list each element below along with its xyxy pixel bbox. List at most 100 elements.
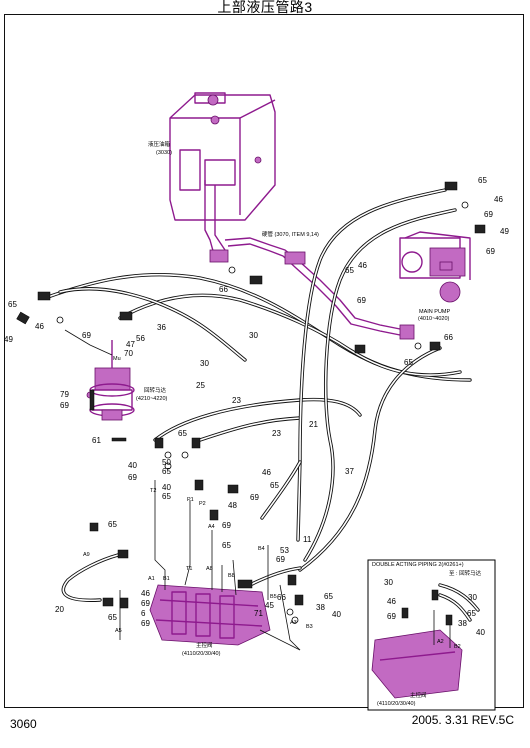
part-number: 65 xyxy=(178,429,187,438)
part-number: 40 xyxy=(128,461,137,470)
part-number: 65 xyxy=(162,467,171,476)
part-number: 46 xyxy=(262,468,271,477)
part-number: 66 xyxy=(219,285,228,294)
part-number: 69 xyxy=(141,619,150,628)
part-number: 47 xyxy=(126,340,135,349)
port-tag: A5 xyxy=(115,628,122,634)
inset-mcv-ref: (4110/20/30/40) xyxy=(377,701,416,707)
part-number: 69 xyxy=(128,473,137,482)
part-number: 69 xyxy=(82,331,91,340)
port-tag: A4 xyxy=(208,524,215,530)
inset-title: DOUBLE ACTING PIPING 2(#0261+) xyxy=(372,562,464,568)
part-number: 69 xyxy=(276,555,285,564)
pump-label: MAIN PUMP xyxy=(419,309,451,315)
part-number: 65 xyxy=(345,266,354,275)
page-title: 上部液压管路3 xyxy=(217,0,313,15)
part-number: 65 xyxy=(270,481,279,490)
part-number: 40 xyxy=(162,483,171,492)
part-number: 69 xyxy=(357,296,366,305)
port-tag: B8 xyxy=(228,573,235,579)
pilot-lines xyxy=(64,329,301,651)
inset-mcv-label: 主控阀 xyxy=(410,691,427,699)
port-tag: B1 xyxy=(163,576,170,582)
port-tag: P2 xyxy=(199,501,206,507)
port-tag: A8 xyxy=(206,566,213,572)
part-number: 65 xyxy=(108,520,117,529)
part-number: 30 xyxy=(200,359,209,368)
part-number: 30 xyxy=(249,331,258,340)
port-tag: A1 xyxy=(148,576,155,582)
rigid-pipe xyxy=(224,237,415,340)
diagram-frame xyxy=(4,14,524,708)
part-number: 65 xyxy=(222,541,231,550)
part-number: 65 xyxy=(404,358,413,367)
inset-swing-label: 至 : 回转马达 xyxy=(449,569,482,577)
part-number: 11 xyxy=(303,535,312,544)
callout-labels: 液压油箱 (3030) 硬管 (3070, ITEM 9,14) MAIN PU… xyxy=(136,140,482,707)
revision-date: 2005. 3.31 REV.5C xyxy=(411,713,514,727)
part-number: 46 xyxy=(387,597,396,606)
part-number: 69 xyxy=(387,612,396,621)
port-tag: A9 xyxy=(83,552,90,558)
part-number: 23 xyxy=(232,396,241,405)
port-tag: B5 xyxy=(270,594,277,600)
part-number: 69 xyxy=(222,521,231,530)
part-number: 65 xyxy=(162,492,171,501)
part-number: 65 xyxy=(8,300,17,309)
port-tag: A2 xyxy=(437,639,444,645)
part-number: 36 xyxy=(157,323,166,332)
port-tags: Mu T2 P1 P2 A4 B4 A9 T1 A8 B8 B3 A3 B2 A… xyxy=(83,356,461,650)
tank-label: 液压油箱 xyxy=(148,140,171,148)
part-number: 6 xyxy=(141,609,146,618)
part-number: 70 xyxy=(124,349,133,358)
part-number: 69 xyxy=(484,210,493,219)
hydraulic-tank xyxy=(169,92,276,263)
part-number: 65 xyxy=(478,176,487,185)
part-number: 61 xyxy=(92,436,101,445)
part-number: 20 xyxy=(55,605,64,614)
port-tag: B4 xyxy=(258,546,265,552)
part-number: 46 xyxy=(141,589,150,598)
part-number: 66 xyxy=(277,593,286,602)
part-number: 23 xyxy=(272,429,281,438)
part-number: 69 xyxy=(486,247,495,256)
part-number: 65 xyxy=(467,609,476,618)
part-number: 48 xyxy=(228,501,237,510)
main-control-valve xyxy=(149,584,271,646)
mcv-ref: (4110/20/30/40) xyxy=(182,651,221,657)
part-number: 38 xyxy=(458,619,467,628)
part-number: 49 xyxy=(500,227,509,236)
part-number: 40 xyxy=(476,628,485,637)
hoses xyxy=(43,188,472,602)
part-number: 21 xyxy=(309,420,318,429)
part-number: 38 xyxy=(316,603,325,612)
main-pump xyxy=(399,231,471,303)
part-number: 30 xyxy=(384,578,393,587)
part-number: 71 xyxy=(254,609,263,618)
mcv-label: 主控阀 xyxy=(196,641,213,649)
part-number: 45 xyxy=(265,601,274,610)
port-tag: B3 xyxy=(306,624,313,630)
part-number: 37 xyxy=(345,467,354,476)
part-number: 69 xyxy=(141,599,150,608)
fittings xyxy=(16,181,486,624)
part-number: 69 xyxy=(250,493,259,502)
part-number: 56 xyxy=(136,334,145,343)
page-number: 3060 xyxy=(10,717,37,731)
part-number: 53 xyxy=(280,546,289,555)
part-number: 49 xyxy=(4,335,13,344)
port-tag: Mu xyxy=(113,356,121,362)
swing-label: 回转马达 xyxy=(144,386,167,394)
tank-ref: (3030) xyxy=(156,150,172,156)
part-number: 40 xyxy=(332,610,341,619)
pipe-label: 硬管 (3070, ITEM 9,14) xyxy=(262,230,319,238)
part-number: 30 xyxy=(468,593,477,602)
part-number: 65 xyxy=(108,613,117,622)
part-number: 50 xyxy=(162,458,171,467)
port-tag: P1 xyxy=(187,497,194,503)
port-tag: B2 xyxy=(454,644,461,650)
port-tag: A3 xyxy=(290,620,297,626)
part-number: 46 xyxy=(358,261,367,270)
